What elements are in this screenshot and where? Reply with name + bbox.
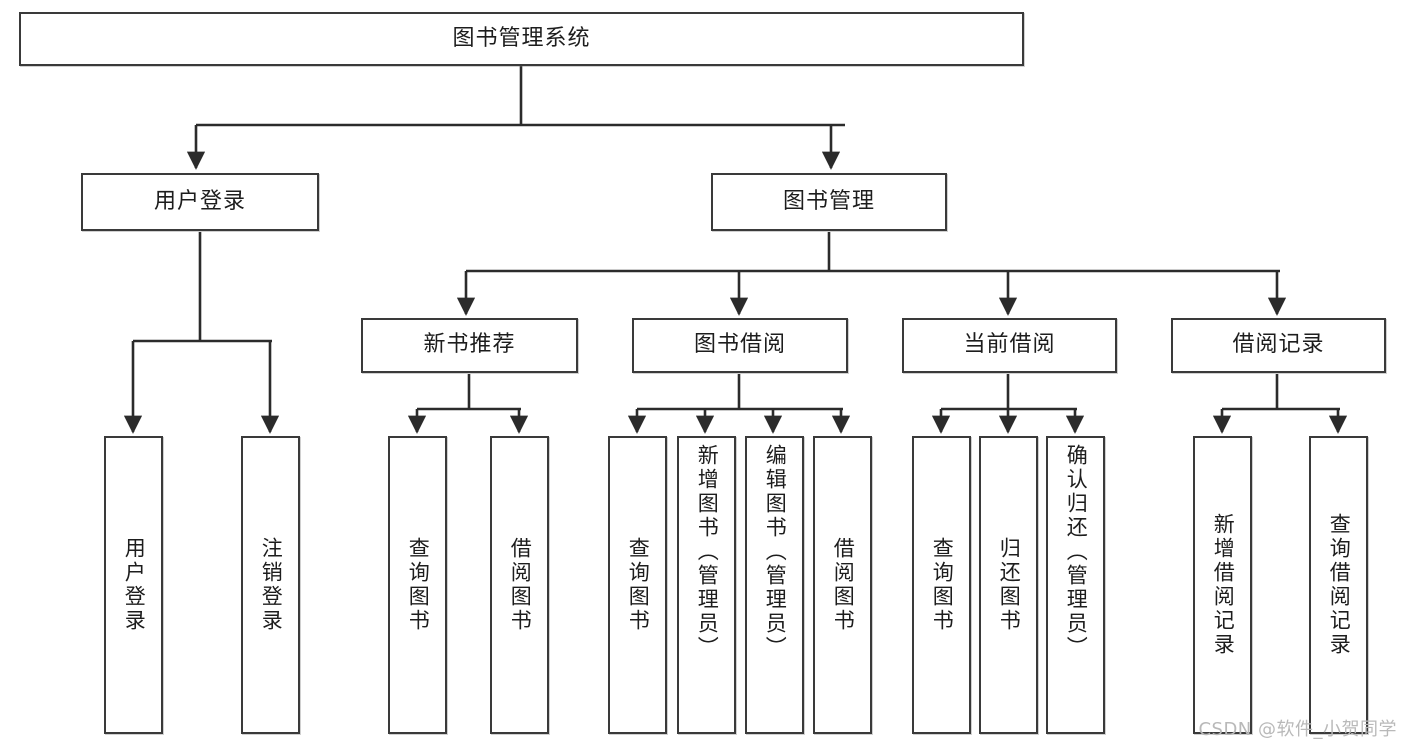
leaf-borrow-book-newbook[interactable]: 借阅图书 <box>490 436 549 734</box>
node-borrow-record[interactable]: 借阅记录 <box>1171 318 1386 373</box>
leaf-add-book-admin[interactable]: 新增图书（管理员） <box>677 436 736 734</box>
node-book-management[interactable]: 图书管理 <box>711 173 947 231</box>
node-new-book-recommend[interactable]: 新书推荐 <box>361 318 578 373</box>
leaf-return-book[interactable]: 归还图书 <box>979 436 1038 734</box>
leaf-add-borrow-record[interactable]: 新增借阅记录 <box>1193 436 1252 734</box>
node-book-borrow[interactable]: 图书借阅 <box>632 318 848 373</box>
leaf-query-borrow-record[interactable]: 查询借阅记录 <box>1309 436 1368 734</box>
node-current-borrow[interactable]: 当前借阅 <box>902 318 1117 373</box>
leaf-logout[interactable]: 注销登录 <box>241 436 300 734</box>
leaf-query-book-current[interactable]: 查询图书 <box>912 436 971 734</box>
leaf-query-book-newbook[interactable]: 查询图书 <box>388 436 447 734</box>
node-root[interactable]: 图书管理系统 <box>19 12 1024 66</box>
node-user-login[interactable]: 用户登录 <box>81 173 319 231</box>
leaf-borrow-book[interactable]: 借阅图书 <box>813 436 872 734</box>
leaf-query-book-borrow[interactable]: 查询图书 <box>608 436 667 734</box>
leaf-edit-book-admin[interactable]: 编辑图书（管理员） <box>745 436 804 734</box>
leaf-user-login[interactable]: 用户登录 <box>104 436 163 734</box>
csdn-watermark: CSDN @软件_小贺同学 <box>1198 719 1397 740</box>
leaf-confirm-return-admin[interactable]: 确认归还（管理员） <box>1046 436 1105 734</box>
